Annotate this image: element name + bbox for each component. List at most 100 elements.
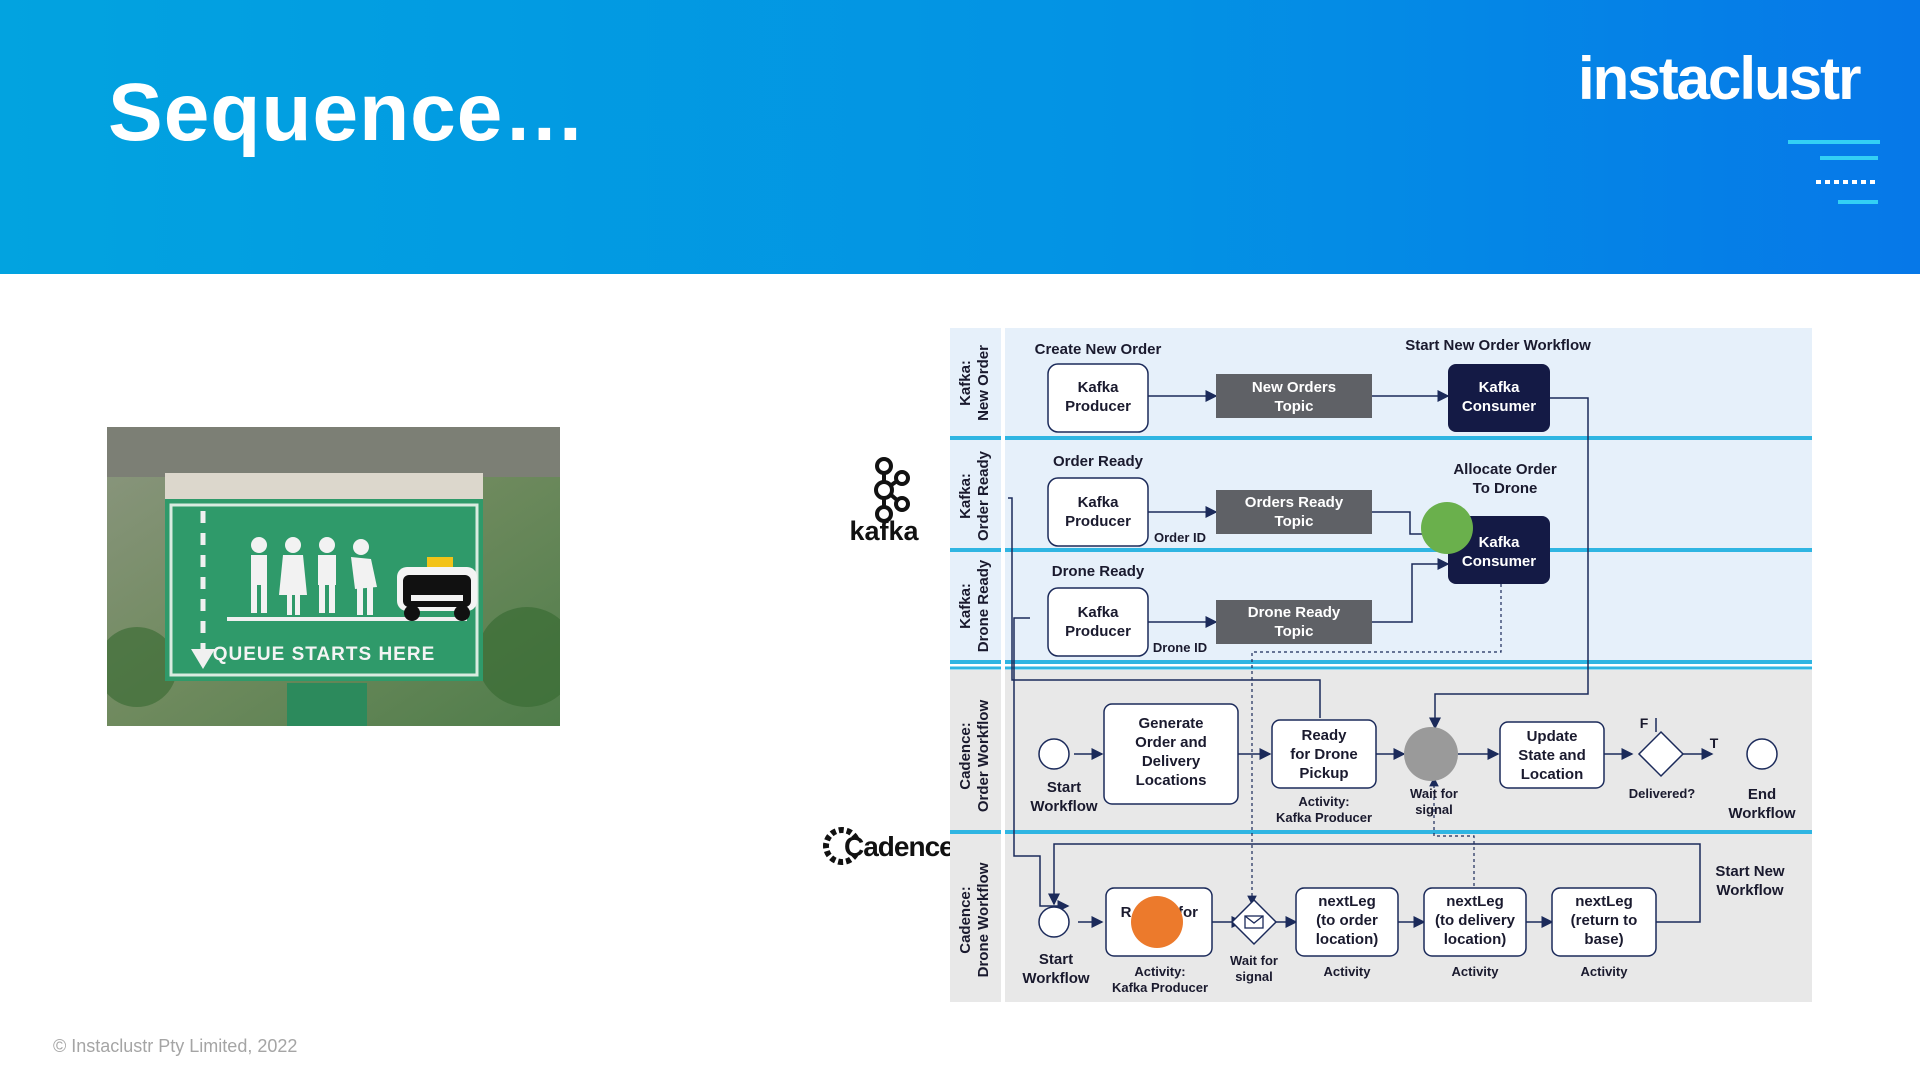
green-marker [1421,502,1473,554]
cadence-logo-text: Cadence [844,831,952,862]
order-end-label-2: Workflow [1728,805,1796,822]
decorative-lines-icon [1788,140,1880,204]
svg-text:Kafka: Kafka [1078,604,1120,621]
new-orders-topic: New Orders Topic [1216,374,1372,418]
orange-marker [1131,896,1183,948]
kafka-logo-text: kafka [849,516,919,546]
orders-ready-topic: Orders Ready Topic [1216,490,1372,534]
svg-text:Consumer: Consumer [1462,398,1536,415]
allocate-order-line1: Allocate Order [1453,461,1557,478]
lane-label-1a: Kafka: [957,360,974,406]
kafka-producer-new-order: Kafka Producer [1047,363,1149,433]
lane-label-3a: Kafka: [957,583,974,629]
svg-text:for Drone: for Drone [1290,746,1358,763]
start-new-order-workflow-title: Start New Order Workflow [1405,337,1591,354]
order-end-label-1: End [1748,786,1776,803]
svg-text:State and: State and [1518,747,1586,764]
kafka-consumer-allocate: Kafka Consumer [1448,516,1550,584]
copyright-footer: © Instaclustr Pty Limited, 2022 [53,1036,298,1056]
generate-order-activity: Generate Order and Delivery Locations [1103,703,1239,805]
start-new-workflow-2: Workflow [1716,882,1784,899]
drone-start-event [1038,906,1070,938]
lane-label-1b: New Order [975,345,992,421]
svg-text:(return to: (return to [1571,912,1638,929]
svg-text:Topic: Topic [1275,623,1314,640]
svg-text:nextLeg: nextLeg [1575,893,1633,910]
header-banner: Sequence… instaclustr [0,0,1920,274]
gateway-false-label: F [1640,715,1649,731]
drone-ready-topic: Drone Ready Topic [1216,600,1372,644]
svg-text:Delivery: Delivery [1142,753,1201,770]
lane-label-5a: Cadence: [957,886,974,954]
lane-label-2a: Kafka: [957,473,974,519]
svg-text:Producer: Producer [1065,623,1131,640]
order-start-label-1: Start [1047,779,1081,796]
svg-text:Update: Update [1527,728,1578,745]
gateway-true-label: T [1710,735,1719,751]
svg-text:Generate: Generate [1138,715,1203,732]
delivered-label: Delivered? [1629,786,1696,801]
svg-text:Pickup: Pickup [1299,765,1348,782]
svg-text:(to order: (to order [1316,912,1378,929]
create-new-order-title: Create New Order [1035,341,1162,358]
order-id-label: Order ID [1154,530,1206,545]
svg-text:location): location) [1444,931,1507,948]
drone-start-label-2: Workflow [1022,970,1090,987]
order-start-label-2: Workflow [1030,798,1098,815]
leg3-caption: Activity [1581,964,1629,979]
svg-text:location): location) [1316,931,1379,948]
ready-caption-1: Activity: [1298,794,1349,809]
order-wait-label-1: Wait for [1410,786,1458,801]
svg-text:R: R [1121,904,1132,921]
leg2-caption: Activity [1452,964,1500,979]
svg-text:nextLeg: nextLeg [1446,893,1504,910]
update-state-activity: Update State and Location [1499,721,1605,789]
svg-text:Drone Ready: Drone Ready [1248,604,1341,621]
drone-start-label-1: Start [1039,951,1073,968]
cadence-logo: Cadence [823,827,952,865]
lane-label-4b: Order Workflow [975,700,992,813]
svg-text:Kafka: Kafka [1078,494,1120,511]
instaclustr-logo: instaclustr [1578,45,1861,112]
drone-caption-2: Kafka Producer [1112,980,1208,995]
svg-text:Order and: Order and [1135,734,1207,751]
svg-text:Consumer: Consumer [1462,553,1536,570]
lane-label-2b: Order Ready [975,450,992,541]
lane-label-3b: Drone Ready [975,559,992,652]
drone-ready-title: Drone Ready [1052,563,1145,580]
svg-text:Kafka: Kafka [1479,534,1521,551]
order-end-event [1746,738,1778,770]
lane-label-5b: Drone Workflow [975,862,992,977]
leg1-caption: Activity [1324,964,1372,979]
svg-text:(to delivery: (to delivery [1435,912,1516,929]
svg-text:New Orders: New Orders [1252,379,1336,396]
lane-label-4a: Cadence: [957,722,974,790]
next-leg-base-activity: nextLeg (return to base) [1551,887,1657,957]
svg-text:Producer: Producer [1065,398,1131,415]
drone-id-label: Drone ID [1153,640,1207,655]
order-start-event [1038,738,1070,770]
swimlane-diagram: Kafka: New Order Kafka: Order Ready Kafk… [950,328,1812,1002]
drone-caption-1: Activity: [1134,964,1185,979]
start-new-workflow-1: Start New [1715,863,1785,880]
sign-text: QUEUE STARTS HERE [213,644,436,665]
grey-marker [1404,727,1458,781]
kafka-consumer-new-order: Kafka Consumer [1448,364,1550,432]
wait-signal-gateway [1230,898,1278,946]
order-ready-title: Order Ready [1053,453,1144,470]
kafka-producer-order-ready: Kafka Producer [1047,477,1149,547]
svg-text:Kafka: Kafka [1078,379,1120,396]
drone-wait-label-1: Wait for [1230,953,1278,968]
delivered-gateway [1637,730,1685,778]
svg-text:for: for [1178,904,1198,921]
svg-text:Topic: Topic [1275,398,1314,415]
drone-wait-label-2: signal [1235,969,1273,984]
svg-text:Topic: Topic [1275,513,1314,530]
svg-text:Locations: Locations [1136,772,1207,789]
ready-caption-2: Kafka Producer [1276,810,1372,825]
ready-for-drone-pickup-activity: Ready for Drone Pickup [1271,719,1377,789]
order-wait-label-2: signal [1415,802,1453,817]
svg-text:Kafka: Kafka [1479,379,1521,396]
kafka-producer-drone-ready: Kafka Producer [1047,587,1149,657]
svg-text:nextLeg: nextLeg [1318,893,1376,910]
